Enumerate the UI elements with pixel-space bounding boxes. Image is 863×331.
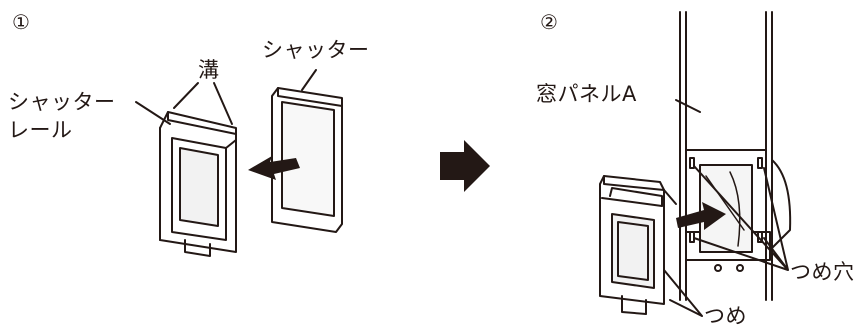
step-number-1: ①	[12, 10, 30, 34]
insert-arrow-step2	[676, 202, 726, 230]
groove-label: 溝	[198, 58, 220, 82]
shutter-rail-frame	[159, 111, 237, 257]
rail-leader	[135, 101, 171, 125]
next-step-arrow	[440, 140, 490, 192]
insert-arrow-step1	[248, 156, 300, 180]
hook-hole-leader	[693, 165, 789, 271]
shutter-label: シャッター	[262, 38, 370, 62]
shutter-panel	[271, 87, 343, 233]
hook-hole-label: つめ穴	[790, 260, 855, 284]
hook-label: つめ	[704, 304, 747, 328]
shutter-leader	[301, 69, 317, 91]
shutter-rail-label-line1: シャッター	[8, 90, 116, 114]
window-panel-a	[679, 11, 792, 301]
window-panel-label: 窓パネルA	[536, 82, 637, 106]
step-number-2: ②	[540, 10, 558, 34]
hook-leader	[663, 269, 703, 317]
panel-leader	[675, 99, 701, 113]
shutter-rail-label-line2: レール	[8, 118, 73, 142]
groove-leader	[173, 82, 233, 125]
rail-with-shutter	[599, 175, 677, 315]
